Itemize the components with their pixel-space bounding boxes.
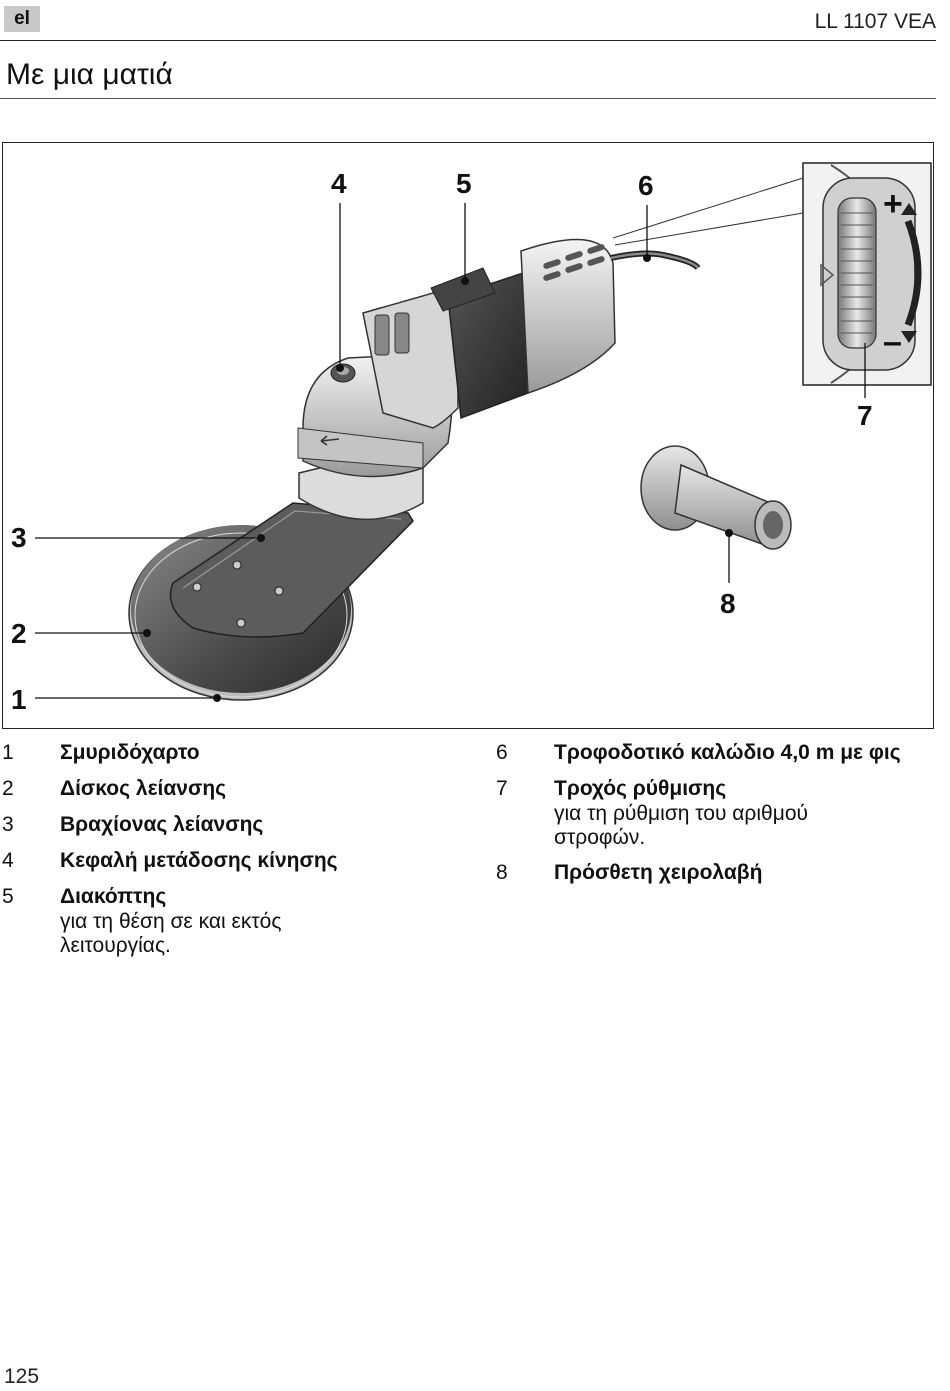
dial-minus-sign: – [883,323,902,361]
legend-right-column: 6 Τροφοδοτικό καλώδιο 4,0 m με φις 7 Τρο… [496,740,946,896]
callout-leaders [35,203,866,699]
legend-label: Κεφαλή μετάδοσης κίνησης [60,849,338,872]
sanding-arm [169,502,414,638]
title-rule [0,98,936,99]
legend-item: 2 Δίσκος λείανσης [2,776,462,802]
callout-3: 3 [11,522,27,553]
callout-1: 1 [11,684,27,715]
page-number: 125 [4,1365,40,1388]
callout-6: 6 [638,170,654,201]
legend-label: Δίσκος λείανσης [60,777,227,800]
legend-description: για τη ρύθμιση του αριθμού στροφών. [554,802,808,849]
legend-item: 8 Πρόσθετη χειρολαβή [496,860,946,886]
header-rule [0,40,936,41]
motor-housing [362,238,701,429]
legend-number: 4 [2,849,14,872]
legend-number: 2 [2,777,14,800]
legend-item: 4 Κεφαλή μετάδοσης κίνησης [2,848,462,874]
legend-number: 1 [2,741,14,764]
legend-number: 7 [496,777,508,800]
legend-item: 7 Τροχός ρύθμισης για τη ρύθμιση του αρι… [496,776,946,850]
callout-8: 8 [720,588,736,619]
auxiliary-handle [640,445,792,550]
callout-4: 4 [331,168,347,199]
legend-number: 6 [496,741,508,764]
legend-label: Τροφοδοτικό καλώδιο 4,0 m με φις [554,741,901,764]
callout-5: 5 [456,168,472,199]
legend-description: για τη θέση σε και εκτός λειτουργίας. [60,910,282,957]
legend-item: 5 Διακόπτης για τη θέση σε και εκτός λει… [2,884,462,958]
legend-item: 1 Σμυριδόχαρτο [2,740,462,766]
legend-number: 5 [2,885,14,908]
callout-7: 7 [857,400,873,431]
legend-label: Βραχίονας λείανσης [60,813,264,836]
speed-dial-inset: + – [612,162,932,386]
legend-label: Σμυριδόχαρτο [60,741,200,764]
legend-number: 3 [2,813,14,836]
legend-label: Διακόπτης [60,885,167,908]
legend-left-column: 1 Σμυριδόχαρτο 2 Δίσκος λείανσης 3 Βραχί… [2,740,462,968]
callout-dots [143,254,733,702]
legend-item: 3 Βραχίονας λείανσης [2,812,462,838]
legend-item: 6 Τροφοδοτικό καλώδιο 4,0 m με φις [496,740,946,766]
legend-number: 8 [496,861,508,884]
dial-plus-sign: + [883,185,903,223]
callout-2: 2 [11,618,27,649]
model-name: LL 1107 VEA [814,10,936,33]
legend-label: Τροχός ρύθμισης [554,777,727,800]
product-illustration: + – 1 2 3 4 5 [2,142,934,729]
page-title: Με μια ματιά [6,58,173,91]
legend-label: Πρόσθετη χειρολαβή [554,861,763,884]
language-tag: el [4,6,40,32]
